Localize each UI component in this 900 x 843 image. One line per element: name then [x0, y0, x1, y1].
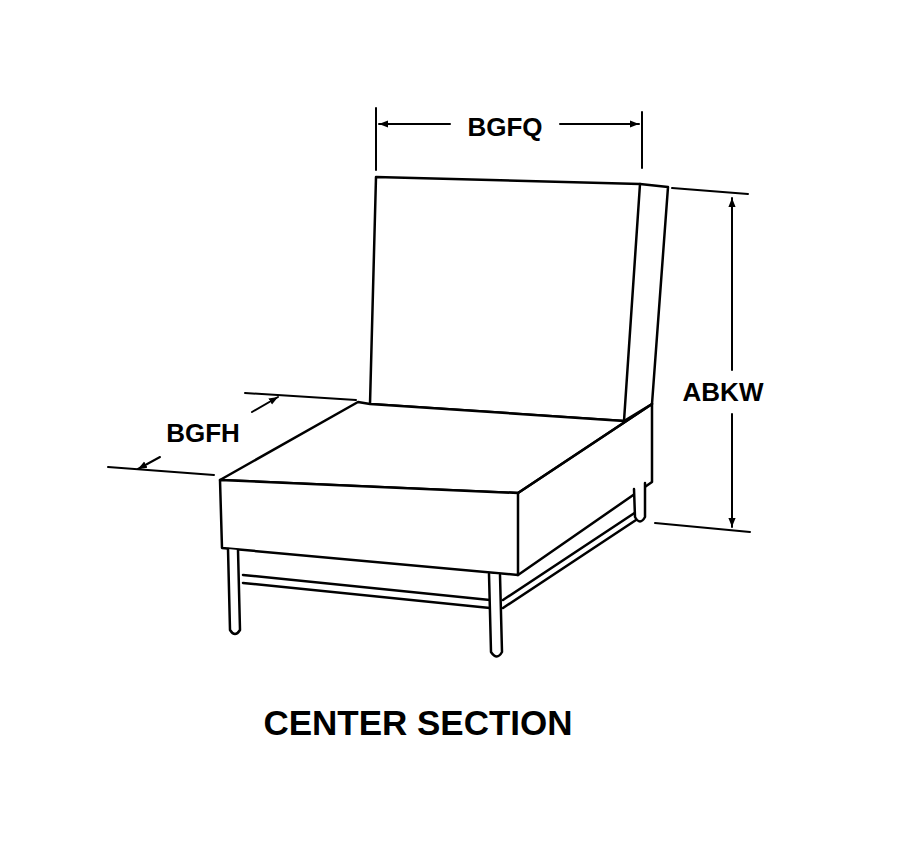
leg — [228, 483, 645, 657]
dimension-label: ABKW — [681, 379, 766, 405]
caption: CENTER SECTION — [261, 705, 574, 740]
dimension-line — [108, 108, 750, 532]
dimension-label: BGFH — [164, 420, 242, 446]
seat — [220, 402, 652, 575]
dimension-label: BGFQ — [465, 114, 544, 140]
stretcher — [243, 512, 636, 608]
backrest — [370, 177, 668, 421]
